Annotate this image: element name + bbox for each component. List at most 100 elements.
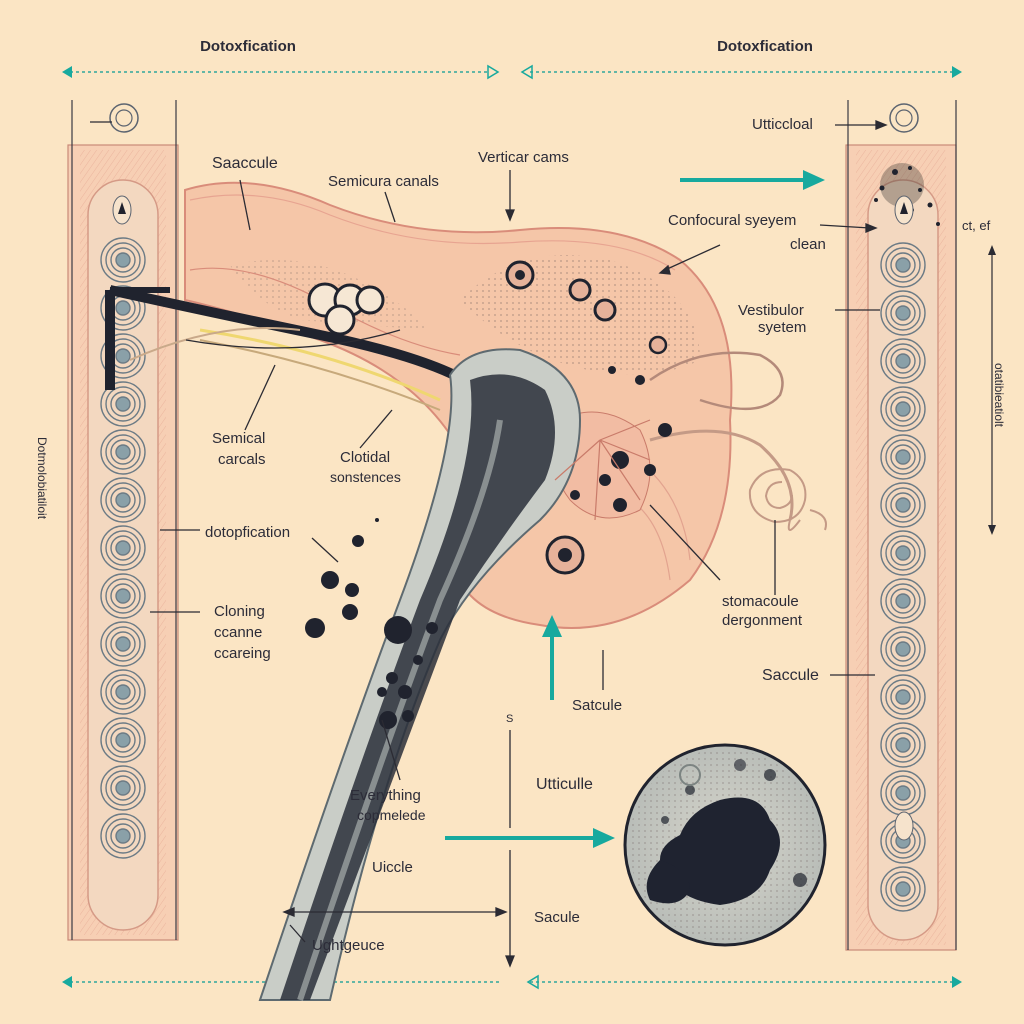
top-border-line xyxy=(62,64,962,80)
label-semicircular-canals-top: Semicura canals xyxy=(328,173,439,190)
coil-ring xyxy=(100,717,146,763)
vestibular-organ xyxy=(105,181,827,1001)
coil-ring xyxy=(105,482,141,518)
label-vestibular-line2: syetem xyxy=(758,319,806,336)
coil-ring xyxy=(105,578,141,614)
coil-ring xyxy=(895,449,911,465)
coil-ring xyxy=(100,525,146,571)
toxin-cluster xyxy=(874,163,940,226)
coil-ring xyxy=(105,818,141,854)
coil-ring xyxy=(115,828,131,844)
coil-ring xyxy=(105,674,141,710)
coil-ring xyxy=(880,866,926,912)
label-everything-line1: Everything xyxy=(350,787,421,804)
coil-ring xyxy=(110,487,136,513)
coil-ring xyxy=(890,252,916,278)
coil-ring xyxy=(115,684,131,700)
coil-ring xyxy=(885,295,921,331)
label-saccule-top: Saaccule xyxy=(212,155,278,172)
coil-ring xyxy=(885,679,921,715)
coil-ring xyxy=(880,290,926,336)
label-uticcle: Uiccle xyxy=(372,859,413,876)
coil-ring xyxy=(895,401,911,417)
label-s-mark: S xyxy=(506,713,513,725)
label-right-vertical: otatibieatiolt xyxy=(992,363,1006,428)
coil-ring xyxy=(885,727,921,763)
coil-ring xyxy=(895,257,911,273)
coil-ring xyxy=(115,348,131,364)
diagram-labels: Dotoxfication Dotoxfication Saaccule Sem… xyxy=(35,38,1006,954)
coil-ring xyxy=(115,540,131,556)
coil-ring xyxy=(880,530,926,576)
coil-ring xyxy=(115,300,131,316)
coil-ring xyxy=(100,765,146,811)
detox-channel xyxy=(258,348,582,1001)
coil-ring xyxy=(890,684,916,710)
label-everything-line2: copmelede xyxy=(357,807,426,823)
label-confocural-system: Confocural syeyem xyxy=(668,212,796,229)
coil-ring xyxy=(880,626,926,672)
coil-ring xyxy=(110,679,136,705)
label-semical-line1: Semical xyxy=(212,430,265,447)
coil-ring xyxy=(885,343,921,379)
coil-ring xyxy=(885,775,921,811)
coil-ring xyxy=(115,492,131,508)
coil-ring xyxy=(895,545,911,561)
coil-ring xyxy=(105,770,141,806)
coil-ring xyxy=(895,305,911,321)
coil-ring xyxy=(890,732,916,758)
coil-ring xyxy=(890,348,916,374)
label-stomacoule-line2: dergonment xyxy=(722,612,803,629)
coil-ring xyxy=(895,737,911,753)
coil-ring xyxy=(110,583,136,609)
coil-ring xyxy=(890,876,916,902)
leader-lines xyxy=(150,120,888,968)
left-column xyxy=(67,100,179,941)
coil-ring xyxy=(110,775,136,801)
label-stomacoule-line1: stomacoule xyxy=(722,593,799,610)
coil-ring xyxy=(880,578,926,624)
cochlear-spiral xyxy=(748,468,827,531)
label-clotical-line2: sonstences xyxy=(330,469,401,485)
coil-ring xyxy=(115,732,131,748)
coil-ring xyxy=(895,689,911,705)
label-saccule-bottom: Sacule xyxy=(534,909,580,926)
label-ughtgeuce: Ughtgeuce xyxy=(312,937,385,954)
label-left-vertical: Dotmolobiatiloit xyxy=(35,437,49,520)
coil-ring xyxy=(110,247,136,273)
coil-ring xyxy=(880,482,926,528)
coil-ring xyxy=(890,540,916,566)
label-cloning-line3: ccareing xyxy=(214,645,271,662)
coil-ring xyxy=(105,722,141,758)
coil-ring xyxy=(110,391,136,417)
coil-ring xyxy=(115,588,131,604)
coil-ring xyxy=(110,727,136,753)
label-right-top-small: ct, ef xyxy=(962,218,991,233)
label-clotical-line1: Clotidal xyxy=(340,449,390,466)
coil-ring xyxy=(100,381,146,427)
coil-ring xyxy=(100,669,146,715)
label-vestibular-line1: Vestibulor xyxy=(738,302,804,319)
label-utricule-center: Utticulle xyxy=(536,776,593,793)
label-cloning-line2: ccanne xyxy=(214,624,262,641)
right-coil-stack xyxy=(880,242,926,912)
coil-ring xyxy=(880,338,926,384)
coil-ring xyxy=(895,785,911,801)
header-right: Dotoxfication xyxy=(717,38,813,55)
coil-ring xyxy=(110,535,136,561)
coil-ring xyxy=(100,477,146,523)
label-clean: clean xyxy=(790,236,826,253)
header-left: Dotoxfication xyxy=(200,38,296,55)
coil-ring xyxy=(885,391,921,427)
coil-ring xyxy=(895,593,911,609)
coil-ring xyxy=(890,444,916,470)
coil-ring xyxy=(110,631,136,657)
coil-ring xyxy=(115,444,131,460)
coil-ring xyxy=(115,636,131,652)
bottom-border-line xyxy=(62,974,962,990)
coil-ring xyxy=(885,871,921,907)
coil-ring xyxy=(105,530,141,566)
coil-ring xyxy=(100,285,146,331)
label-vertical-cams: Verticar cams xyxy=(478,149,569,166)
